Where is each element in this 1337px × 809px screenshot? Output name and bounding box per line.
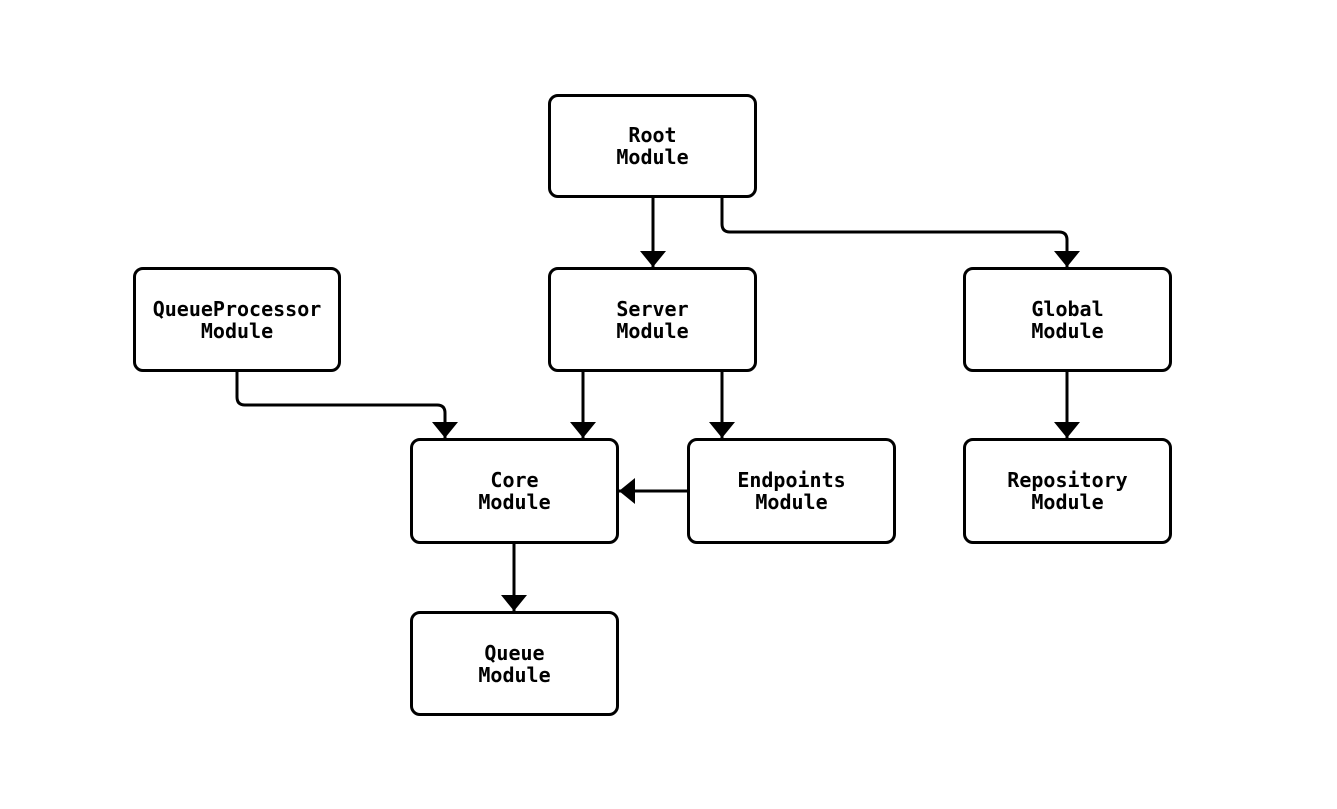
node-global-module-label: Global Module — [1031, 296, 1104, 343]
node-core-module: Core Module — [410, 438, 619, 544]
node-core-module-label: Core Module — [478, 468, 551, 514]
node-queue-module-label: Queue Module — [478, 640, 551, 687]
node-global-module: Global Module — [963, 267, 1172, 372]
edge-queueprocessor-to-core — [235, 372, 458, 438]
node-endpoints-module: Endpoints Module — [687, 438, 896, 544]
node-server-module-label: Server Module — [616, 296, 689, 343]
node-repository-module: Repository Module — [963, 438, 1172, 544]
node-endpoints-module-label: Endpoints Module — [737, 468, 846, 514]
node-queue-module: Queue Module — [410, 611, 619, 716]
node-root-module: Root Module — [548, 94, 757, 198]
node-repository-module-label: Repository Module — [1007, 468, 1128, 514]
edge-root-to-global — [720, 198, 1080, 267]
node-root-module-label: Root Module — [616, 123, 689, 169]
node-queueprocessor-module-label: QueueProcessor Module — [152, 296, 322, 343]
node-server-module: Server Module — [548, 267, 757, 372]
node-queueprocessor-module: QueueProcessor Module — [133, 267, 341, 372]
